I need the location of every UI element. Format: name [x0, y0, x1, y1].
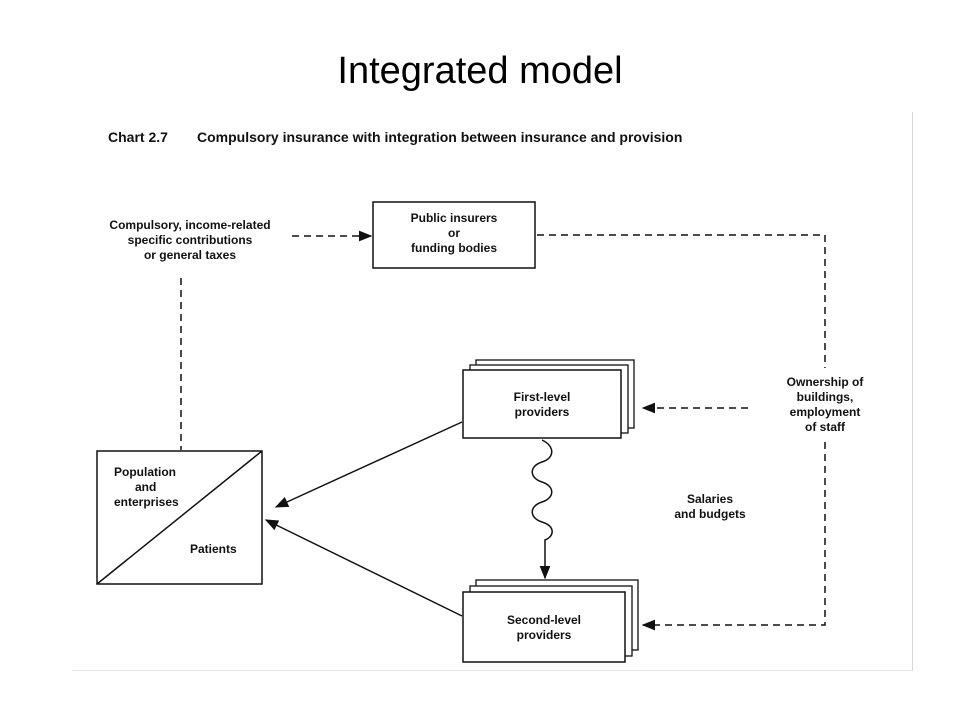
- contributions-label: Compulsory, income-related specific cont…: [109, 218, 270, 262]
- second-level-line-1: Second-level: [507, 613, 581, 627]
- population-diagonal: [96, 450, 263, 585]
- second-level-frame: [462, 591, 626, 663]
- first-level-to-patients-arrow: [274, 421, 463, 508]
- public-insurers-line-3: funding bodies: [411, 241, 497, 255]
- first-level-line-2: providers: [515, 405, 570, 419]
- contributions-line-1: Compulsory, income-related: [109, 218, 270, 232]
- ownership-line-3: employment: [790, 405, 861, 419]
- second-level-line-2: providers: [517, 628, 572, 642]
- population-line-1: Population: [114, 465, 176, 479]
- salaries-line-1: Salaries: [687, 492, 733, 506]
- ownership-to-second-level-arrow: [641, 442, 826, 631]
- insurers-to-ownership-line: [537, 234, 826, 368]
- public-insurers-line-1: Public insurers: [411, 211, 498, 225]
- ownership-line-4: of staff: [805, 420, 846, 434]
- patients-label: Patients: [190, 542, 237, 556]
- first-level-frame: [462, 369, 622, 439]
- population-patients-box: Population and enterprises Patients: [96, 450, 263, 585]
- first-level-providers-box: First-level providers: [462, 359, 635, 439]
- chart-number: Chart 2.7: [108, 129, 168, 145]
- slide-title: Integrated model: [337, 50, 623, 92]
- population-line-3: enterprises: [114, 495, 179, 509]
- ownership-label: Ownership of buildings, employment of st…: [787, 375, 865, 434]
- contributions-line-2: specific contributions: [128, 233, 253, 247]
- public-insurers-frame: [372, 201, 536, 269]
- chart-heading: Compulsory insurance with integration be…: [197, 129, 682, 145]
- population-line-2: and: [135, 480, 156, 494]
- contributions-line-3: or general taxes: [144, 248, 236, 262]
- second-level-to-patients-arrow: [264, 519, 463, 617]
- salaries-line-2: and budgets: [674, 507, 746, 521]
- ownership-line-2: buildings,: [797, 390, 854, 404]
- first-level-line-1: First-level: [514, 390, 571, 404]
- salaries-wavy-arrow: [531, 439, 553, 580]
- ownership-line-1: Ownership of: [787, 375, 865, 389]
- second-level-providers-box: Second-level providers: [462, 579, 639, 663]
- public-insurers-box: Public insurers or funding bodies: [372, 201, 536, 269]
- salaries-label: Salaries and budgets: [674, 492, 746, 521]
- public-insurers-line-2: or: [448, 226, 460, 240]
